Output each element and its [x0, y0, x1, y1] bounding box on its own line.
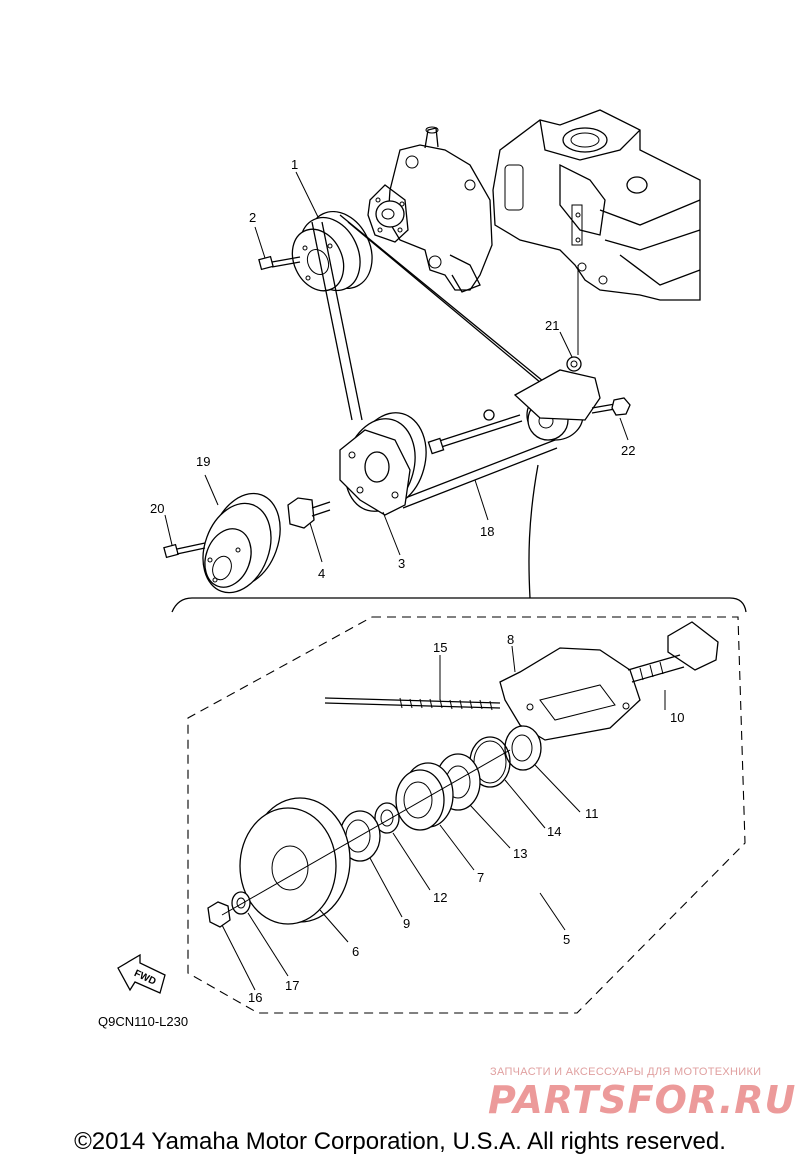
callout-6: 6 [352, 944, 359, 959]
callout-22: 22 [621, 443, 635, 458]
callout-11: 11 [585, 806, 599, 821]
v-belt [311, 214, 566, 509]
callout-21: 21 [545, 318, 559, 333]
callout-5: 5 [563, 932, 570, 947]
callout-18: 18 [480, 524, 494, 539]
washer-21 [566, 356, 582, 372]
callout-13: 13 [513, 846, 527, 861]
callout-20: 20 [150, 501, 164, 516]
callout-10: 10 [670, 710, 684, 725]
callout-17: 17 [285, 978, 299, 993]
leader-lines-upper [164, 171, 629, 563]
callout-9: 9 [403, 916, 410, 931]
engine-block [492, 109, 701, 301]
tensioner-assembly [427, 369, 601, 455]
bolt-2 [258, 255, 301, 271]
nut-22 [591, 397, 631, 416]
exploded-view-parts [207, 621, 719, 991]
bolt-4 [287, 497, 331, 529]
callout-19: 19 [196, 454, 210, 469]
callout-16: 16 [248, 990, 262, 1005]
bolt-20 [163, 542, 206, 559]
callout-14: 14 [547, 824, 561, 839]
exploded-view-frame [187, 616, 746, 1014]
callout-4: 4 [318, 566, 325, 581]
fwd-arrow-icon: FWD [117, 953, 166, 994]
callout-labels: 1 2 3 4 5 6 7 8 9 10 11 12 13 14 15 16 1… [150, 157, 684, 1005]
flange-disc [202, 492, 281, 594]
callout-15: 15 [433, 640, 447, 655]
callout-2: 2 [249, 210, 256, 225]
connector-bracket [171, 464, 747, 613]
copyright-text: ©2014 Yamaha Motor Corporation, U.S.A. A… [74, 1128, 726, 1155]
watermark-brand: PARTSFOR.RU [488, 1078, 797, 1122]
callout-1: 1 [291, 157, 298, 172]
crank-pulley [339, 412, 427, 516]
watermark-tagline: ЗАПЧАСТИ И АКСЕССУАРЫ ДЛЯ МОТОТЕХНИКИ [490, 1066, 762, 1078]
callout-8: 8 [507, 632, 514, 647]
callout-3: 3 [398, 556, 405, 571]
callout-12: 12 [433, 890, 447, 905]
water-pump [367, 126, 493, 293]
callout-7: 7 [477, 870, 484, 885]
diagram-code: Q9CN110-L230 [98, 1014, 188, 1029]
